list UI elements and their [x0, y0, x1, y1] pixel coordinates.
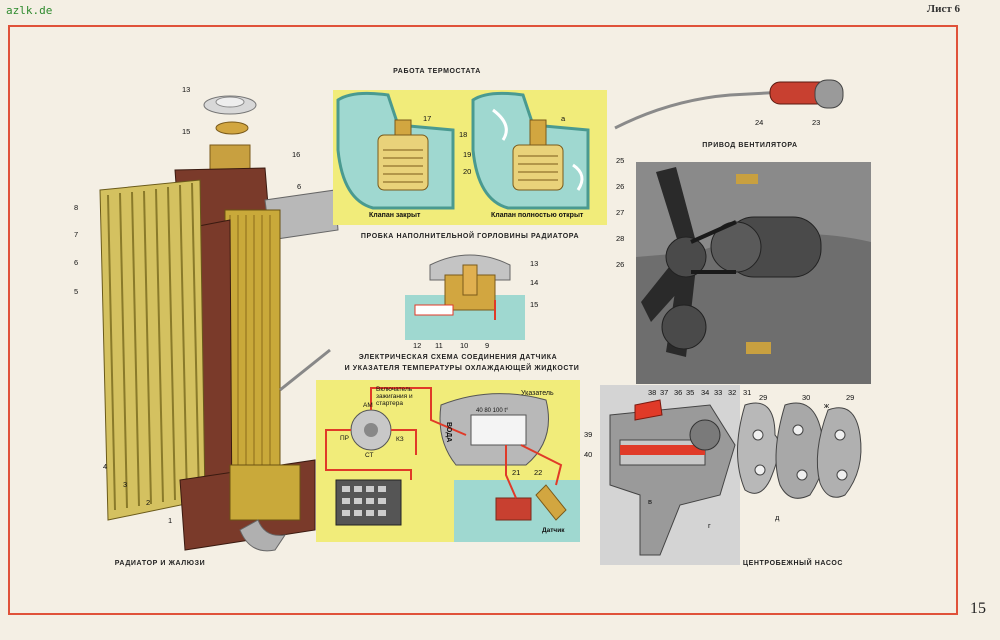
pump-callout-d: д	[775, 513, 780, 522]
pump-callout-37: 37	[660, 388, 669, 397]
fan-callout-26b: 26	[616, 260, 625, 269]
pump-callout-33: 33	[714, 388, 723, 397]
pump-callout-40: 40	[584, 450, 593, 459]
callout-1: 1	[168, 516, 173, 525]
gauge-scale: 40 80 100 t°	[476, 408, 509, 414]
callout-17: 17	[423, 114, 432, 123]
fan-callout-24: 24	[755, 118, 764, 127]
cap-callout-9: 9	[485, 341, 490, 350]
caption-radiator: РАДИАТОР И ЖАЛЮЗИ	[114, 560, 206, 567]
caption-electric-2: И УКАЗАТЕЛЯ ТЕМПЕРАТУРЫ ОХЛАЖДАЮЩЕЙ ЖИДК…	[344, 365, 580, 372]
callout-20: 20	[463, 167, 472, 176]
pump-callout-v: в	[648, 497, 652, 506]
terminal-am: АМ	[363, 402, 373, 409]
fan-callout-26a: 26	[616, 182, 625, 191]
cap-callout-13: 13	[530, 259, 539, 268]
callout-6a: 6	[297, 182, 302, 191]
sheet-label: Лист 6	[926, 3, 960, 15]
callout-7: 7	[74, 230, 79, 239]
pump-callout-30: 30	[802, 393, 811, 402]
caption-pump: ЦЕНТРОБЕЖНЫЙ НАСОС	[742, 560, 844, 567]
radiator-illustration: 13 15 16 6 8 7 6 5 4 3 2 1	[60, 80, 350, 560]
cap-callout-14: 14	[530, 278, 539, 287]
fan-callout-25: 25	[616, 156, 625, 165]
label-indicator: Указатель	[521, 390, 554, 397]
pump-callout-29b: 29	[846, 393, 855, 402]
label-switch: Включатель зажигания и стартера	[376, 386, 413, 407]
pump-callout-38: 38	[648, 388, 657, 397]
cap-callout-10: 10	[460, 341, 469, 350]
page-number: 15	[970, 600, 986, 617]
terminal-st: СТ	[365, 452, 374, 459]
thermostat-illustration: 17 18 19 20 a Клапан закрыт Клапан полно…	[333, 90, 607, 225]
callout-5: 5	[74, 287, 79, 296]
sensor-callout-22: 22	[534, 468, 543, 477]
pump-callout-29a: 29	[759, 393, 768, 402]
pump-callout-zh: ж	[824, 401, 830, 410]
callout-4: 4	[103, 462, 108, 471]
callout-13: 13	[182, 85, 191, 94]
caption-filler-cap: ПРОБКА НАПОЛНИТЕЛЬНОЙ ГОРЛОВИНЫ РАДИАТОР…	[360, 233, 580, 240]
pump-callout-g: г	[708, 521, 711, 530]
caption-electric-1: ЭЛЕКТРИЧЕСКАЯ СХЕМА СОЕДИНЕНИЯ ДАТЧИКА	[358, 354, 558, 361]
callout-19: 19	[463, 150, 472, 159]
terminal-kz: КЗ	[396, 436, 404, 443]
fan-callout-28: 28	[616, 234, 625, 243]
filler-cap-illustration: 13 14 15 12 11 10 9	[405, 245, 555, 350]
fan-shaft-illustration: 24 23	[610, 70, 850, 130]
terminal-pr: ПР	[340, 435, 350, 442]
fan-drive-photo: 25 26 27 28 26	[616, 156, 871, 384]
pump-callout-35: 35	[686, 388, 695, 397]
callout-18: 18	[459, 130, 468, 139]
label-valve-closed: Клапан закрыт	[369, 212, 421, 219]
site-watermark: azlk.de	[6, 4, 53, 17]
pump-callout-31: 31	[743, 388, 752, 397]
cap-callout-11: 11	[435, 341, 443, 350]
gauge-word: ВОДА	[445, 422, 452, 443]
callout-16: 16	[292, 150, 301, 159]
sensor-callout-21: 21	[512, 468, 521, 477]
pump-callout-36: 36	[674, 388, 683, 397]
page-frame	[8, 25, 958, 615]
fan-callout-27: 27	[616, 208, 625, 217]
callout-a: a	[561, 114, 566, 123]
pump-callout-32: 32	[728, 388, 737, 397]
callout-8: 8	[74, 203, 79, 212]
pump-callout-34: 34	[701, 388, 710, 397]
label-valve-open: Клапан полностью открыт	[491, 212, 584, 219]
label-sensor: Датчик	[542, 527, 565, 534]
water-pump-illustration: 38 37 36 35 34 33 32 31 29 30 ж 29 39 40…	[584, 385, 875, 565]
caption-thermostat: РАБОТА ТЕРМОСТАТА	[393, 68, 481, 75]
fan-callout-23: 23	[812, 118, 821, 127]
callout-15: 15	[182, 127, 191, 136]
caption-fan-drive: ПРИВОД ВЕНТИЛЯТОРА	[702, 142, 798, 149]
callout-6b: 6	[74, 258, 79, 267]
cap-callout-12: 12	[413, 341, 422, 350]
callout-2: 2	[146, 498, 151, 507]
pump-callout-39: 39	[584, 430, 593, 439]
callout-3: 3	[123, 480, 128, 489]
cap-callout-15: 15	[530, 300, 539, 309]
electric-schematic: Включатель зажигания и стартера Указател…	[316, 380, 580, 542]
